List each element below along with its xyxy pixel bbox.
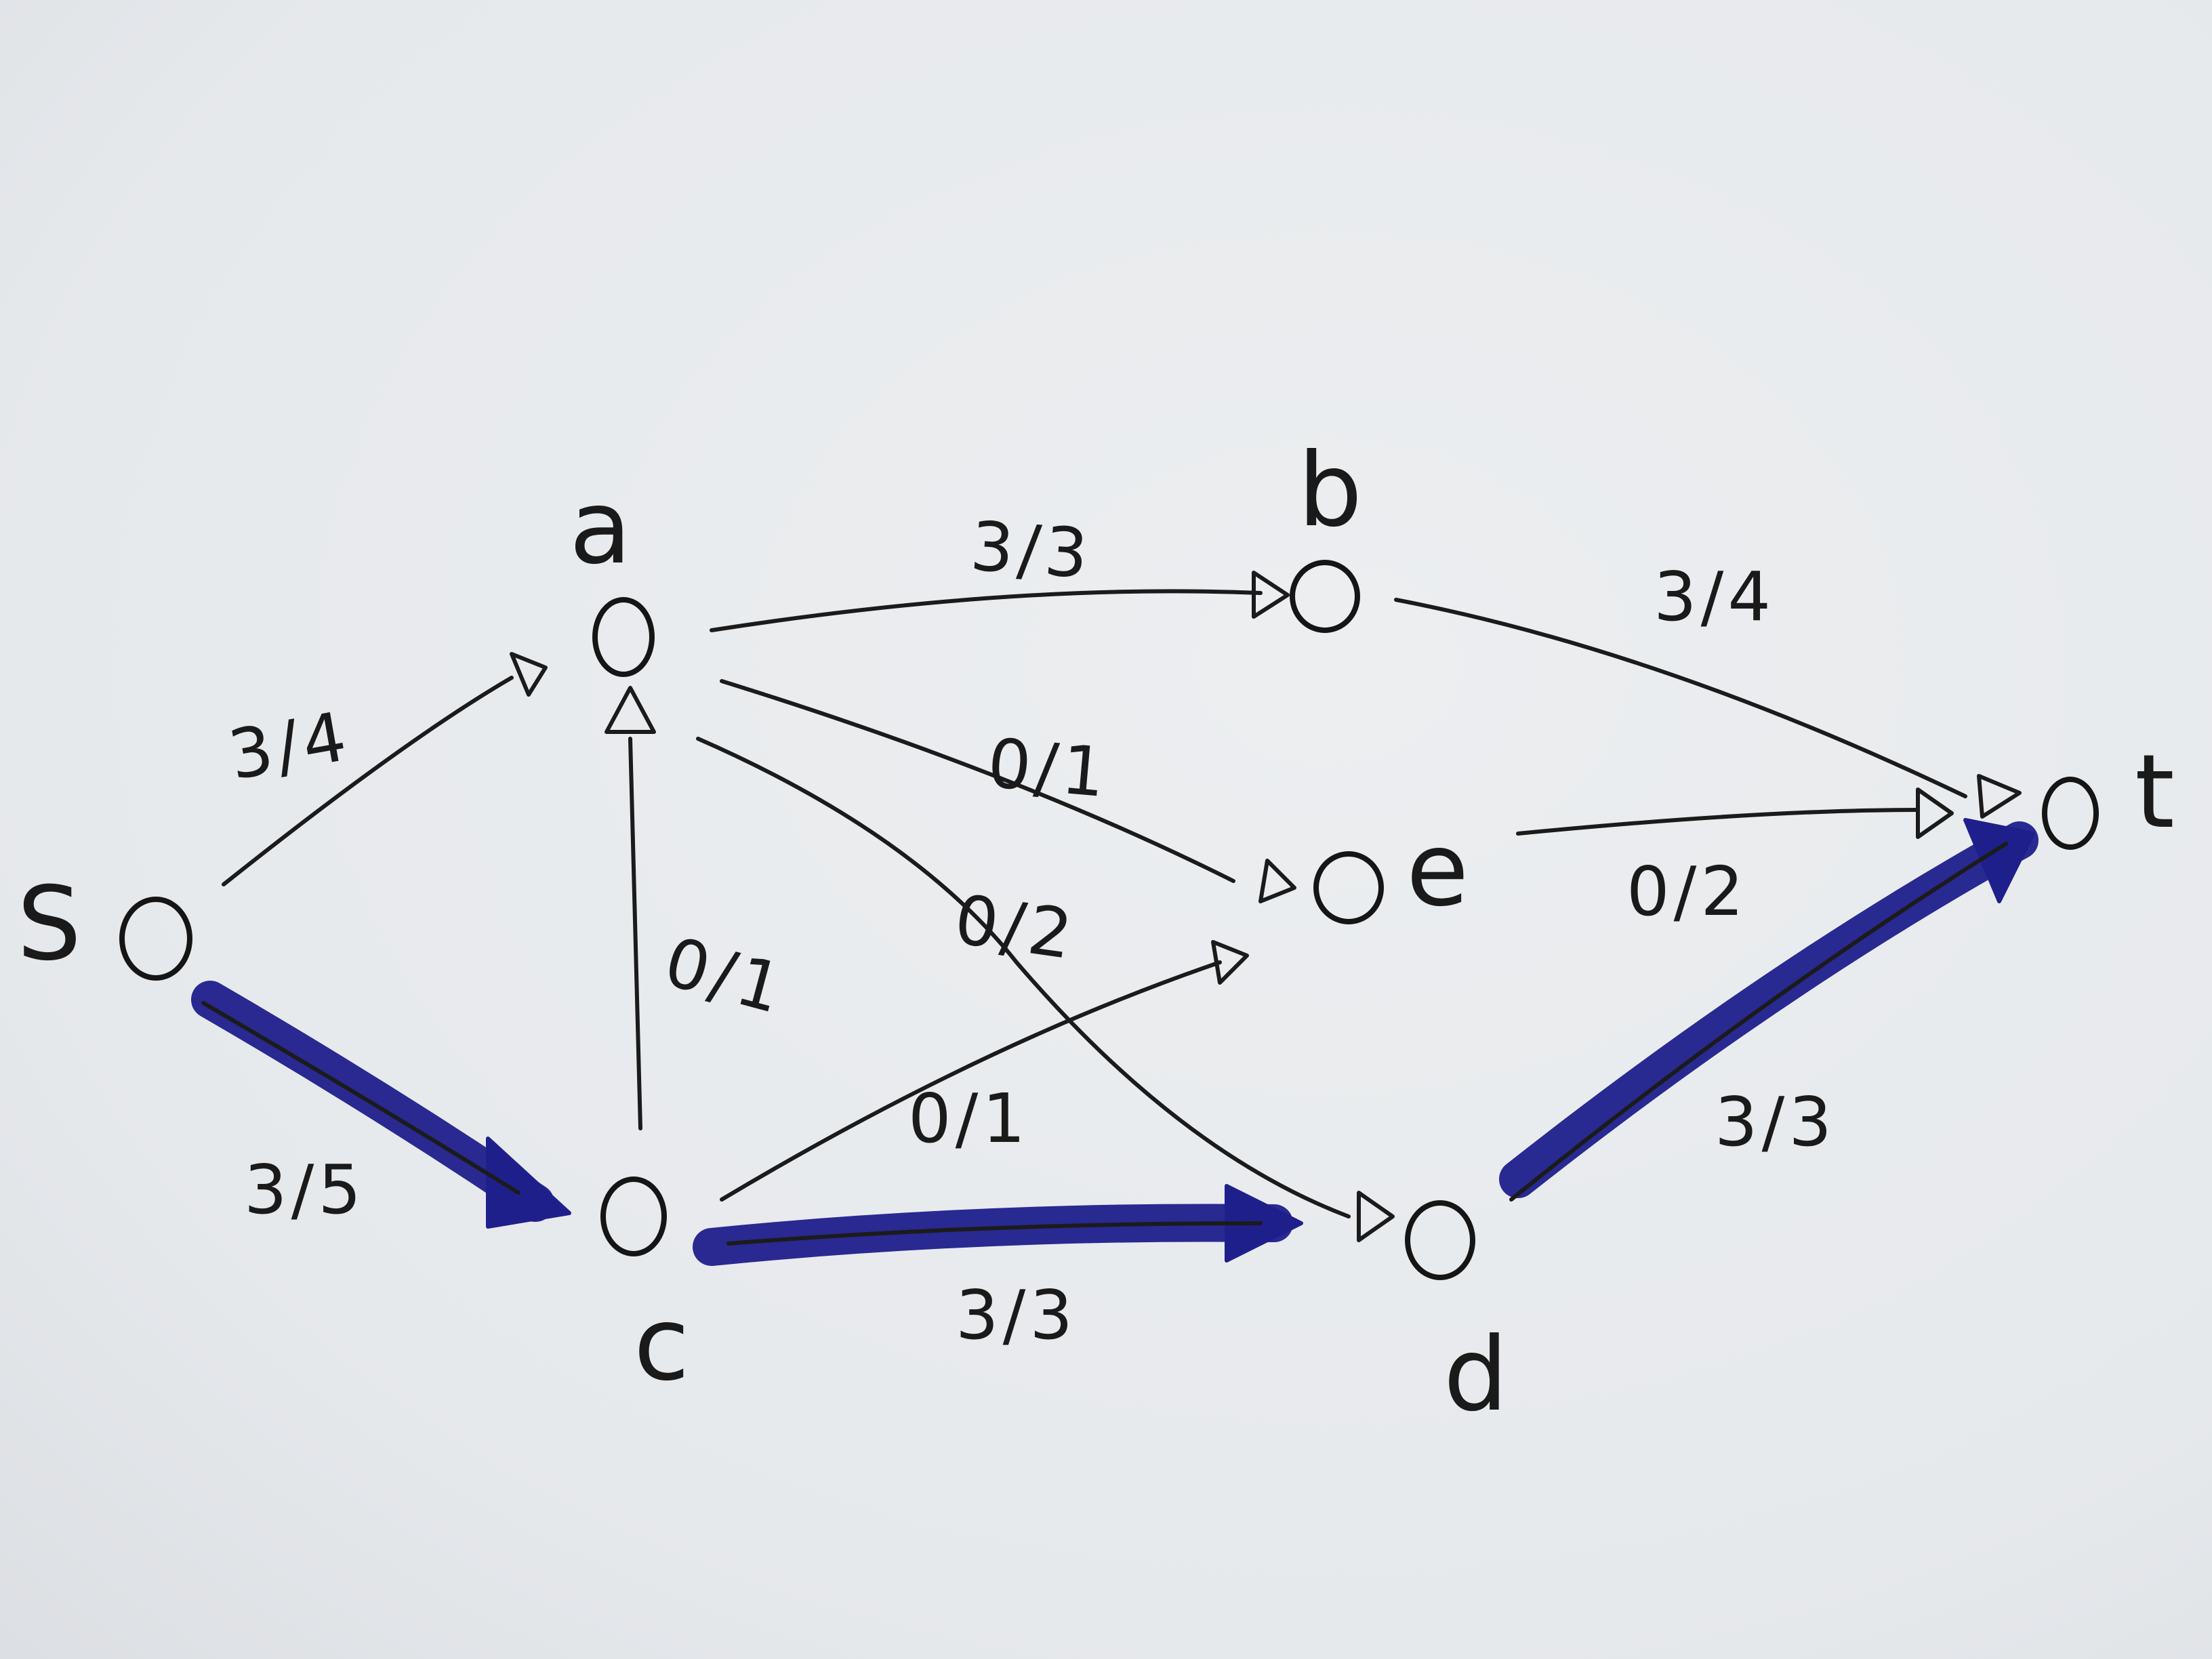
edge-b-t: [1394, 598, 1967, 798]
node-label-d: d: [1443, 1316, 1508, 1434]
node-label-a: a: [569, 469, 632, 587]
edge-c-e: [720, 960, 1222, 1202]
edge-e-t: [1516, 808, 1920, 836]
node-a: [592, 597, 655, 677]
node-labels: S a b c d e t: [17, 432, 2175, 1434]
edge-label-e-t: 0/2: [1626, 852, 1748, 931]
arrowhead-c-a: [605, 686, 656, 734]
arrowhead-e-t: [1916, 787, 1954, 839]
edge-a-e: [720, 679, 1235, 883]
node-c: [600, 1176, 667, 1256]
edge-label-a-b: 3/3: [968, 506, 1094, 594]
node-label-b: b: [1298, 432, 1362, 550]
node-label-t: t: [2135, 733, 2175, 851]
edge-label-d-t: 3/3: [1715, 1082, 1836, 1162]
highlight-arrowhead-c: [486, 1136, 571, 1229]
node-t: [2042, 777, 2099, 850]
node-s: [119, 897, 192, 981]
edge-s-a: [222, 676, 514, 886]
node-label-s: S: [17, 865, 81, 983]
edge-label-c-d: 3/3: [956, 1275, 1077, 1355]
edge-a-b: [710, 589, 1263, 632]
edge-label-s-a: 3/4: [223, 696, 356, 795]
node-d: [1405, 1200, 1475, 1280]
node-e: [1313, 851, 1384, 924]
node-label-e: e: [1406, 811, 1469, 929]
edge-label-a-d: 0/2: [950, 880, 1081, 975]
edge-label-c-a: 0/1: [657, 922, 794, 1029]
edge-a-d: [696, 737, 1351, 1218]
node-b: [1290, 560, 1360, 633]
edges: [201, 571, 2022, 1246]
edge-c-d: [726, 1221, 1263, 1246]
edge-c-a: [628, 737, 642, 1130]
arrowhead-b-t: [1977, 774, 2022, 819]
edge-label-a-e: 0/1: [985, 723, 1112, 813]
edge-label-s-c: 3/5: [244, 1150, 365, 1229]
nodes: [119, 560, 2099, 1280]
arrowhead-a-d: [1357, 1191, 1395, 1242]
node-label-c: c: [634, 1286, 689, 1404]
arrowhead-a-e: [1258, 859, 1296, 903]
edge-s-c: [201, 1001, 520, 1195]
edge-d-t: [1509, 842, 2008, 1202]
edge-label-b-t: 3/4: [1654, 557, 1775, 636]
arrowhead-c-e: [1211, 940, 1249, 985]
edge-label-c-e: 0/1: [908, 1079, 1029, 1158]
arrowhead-a-b: [1252, 571, 1290, 619]
highlighted-path: [191, 818, 2039, 1266]
arrowhead-s-a: [510, 652, 548, 697]
